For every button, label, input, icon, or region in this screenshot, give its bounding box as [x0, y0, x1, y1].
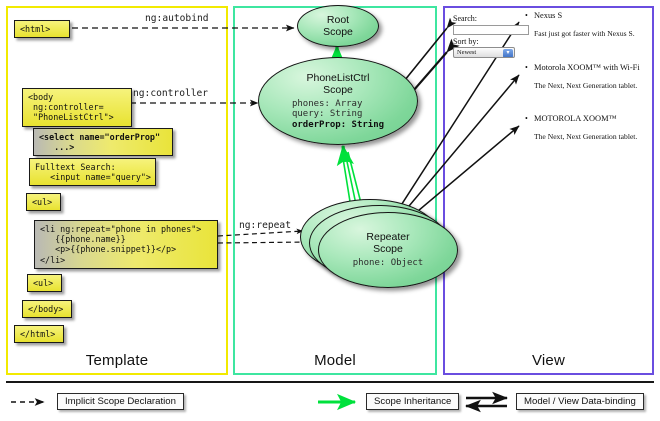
code-box-html-close[interactable]: </html> [14, 325, 64, 344]
scope-phonelistctrl-props: phones: Array query: String orderProp: S… [292, 99, 384, 131]
view-phone-snippet-2: The Next, Next Generation tablet. [534, 81, 638, 90]
prop-phone: phone: Object [352, 258, 424, 269]
scope-root-title: Root Scope [323, 14, 353, 38]
view-sort-selected-value: Newest [457, 49, 477, 56]
column-label-view: View [531, 352, 566, 369]
legend-separator [6, 381, 654, 383]
edge-label-ng-autobind: ng:autobind [145, 13, 209, 24]
scope-repeater[interactable]: Repeater Scope phone: Object [318, 212, 458, 288]
chevron-down-icon: ▾ [503, 49, 513, 57]
prop-orderprop: orderProp: String [291, 119, 385, 130]
view-phone-name-1: Nexus S [525, 11, 562, 20]
scope-repeater-props: phone: Object [353, 258, 423, 269]
code-box-select[interactable]: <select name="orderProp" ...> [33, 128, 173, 157]
legend-item-implicit-scope-declaration: Implicit Scope Declaration [57, 393, 184, 410]
column-template: Template [6, 6, 228, 375]
scope-phonelistctrl-title: PhoneListCtrl Scope [306, 71, 370, 96]
column-label-template: Template [85, 352, 149, 369]
legend-item-scope-inheritance: Scope Inheritance [366, 393, 460, 410]
column-label-model: Model [314, 352, 356, 369]
code-box-li-repeat[interactable]: <li ng:repeat="phone in phones"> {{phone… [34, 220, 218, 269]
view-phone-snippet-1: Fast just got faster with Nexus S. [534, 29, 635, 38]
code-box-body[interactable]: <body ng:controller= "PhoneListCtrl"> [22, 88, 132, 127]
edge-label-ng-repeat: ng:repeat [239, 220, 291, 231]
code-box-html-open[interactable]: <html> [14, 20, 70, 39]
view-phone-name-3: MOTOROLA XOOM™ [525, 114, 617, 123]
column-view: View [443, 6, 654, 375]
scope-root[interactable]: Root Scope [297, 5, 379, 47]
view-search-input[interactable] [453, 25, 529, 35]
code-box-ul-close[interactable]: <ul> [27, 274, 62, 293]
view-phone-snippet-3: The Next, Next Generation tablet. [534, 132, 638, 141]
edge-label-ng-controller: ng:controller [133, 88, 209, 99]
scope-phonelistctrl[interactable]: PhoneListCtrl Scope phones: Array query:… [258, 57, 418, 145]
prop-phones: phones: Array [291, 98, 363, 109]
legend-item-model-view-data-binding: Model / View Data-binding [516, 393, 644, 410]
scope-repeater-title: Repeater Scope [366, 231, 410, 256]
code-box-ul-open[interactable]: <ul> [26, 193, 61, 212]
view-sort-label: Sort by: [453, 37, 479, 46]
code-box-fulltext-search[interactable]: Fulltext Search: <input name="query"> [29, 158, 156, 187]
legend: Implicit Scope Declaration Scope Inherit… [0, 381, 660, 421]
prop-query: query: String [291, 109, 363, 120]
view-phone-name-2: Motorola XOOM™ with Wi-Fi [525, 63, 640, 72]
view-sort-select[interactable]: Newest ▾ [453, 47, 515, 58]
code-box-body-close[interactable]: </body> [22, 300, 72, 319]
view-search-label: Search: [453, 14, 477, 23]
